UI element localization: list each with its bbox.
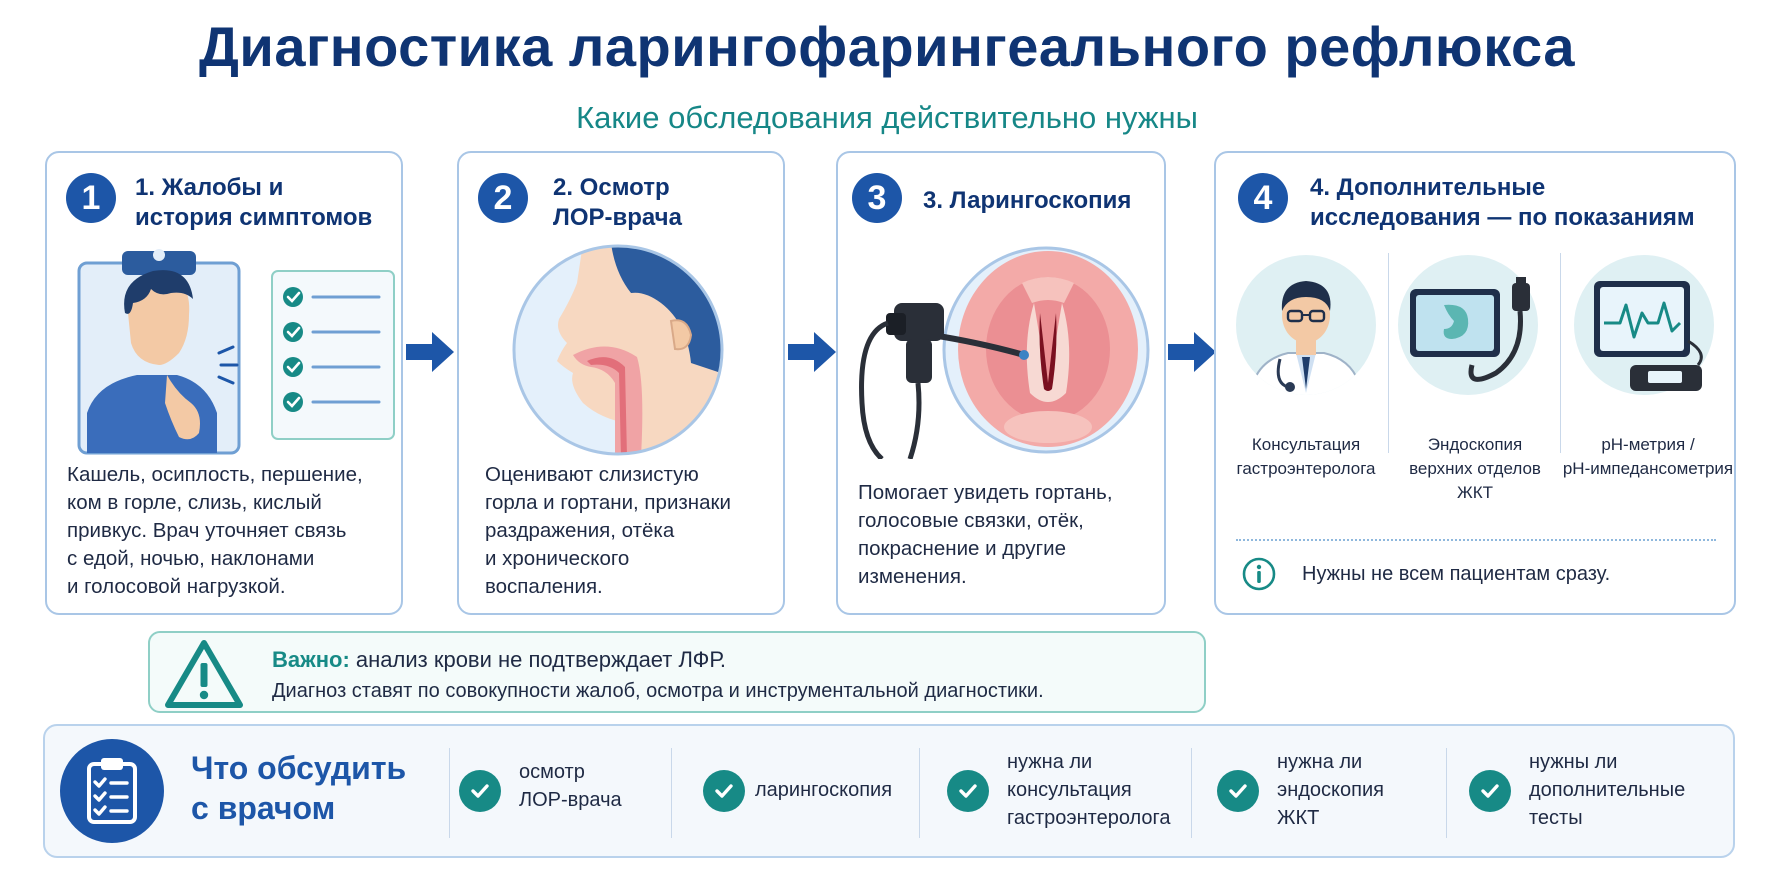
step-title: 2. Осмотр ЛОР-врача bbox=[553, 174, 682, 231]
sub-item-gastro-consultation: Консультация гастроэнтеролога bbox=[1236, 435, 1376, 478]
important-line-2: Диагноз ставят по совокупности жалоб, ос… bbox=[272, 680, 1044, 702]
note-text: Нужны не всем пациентам сразу. bbox=[1302, 563, 1611, 585]
clipboard-checklist-icon bbox=[60, 739, 164, 843]
discuss-item: нужна ли эндоскопия ЖКТ bbox=[1277, 751, 1384, 829]
divider bbox=[1388, 253, 1389, 453]
ph-monitor-icon bbox=[1574, 255, 1714, 395]
check-icon bbox=[703, 770, 745, 812]
step-number-badge: 3 bbox=[852, 173, 902, 223]
check-icon bbox=[947, 770, 989, 812]
patient-clipboard-illustration bbox=[77, 249, 395, 455]
discuss-item: ларингоскопия bbox=[755, 779, 893, 801]
check-icon bbox=[1217, 770, 1259, 812]
info-icon bbox=[1242, 557, 1276, 591]
arrow-right-icon bbox=[406, 332, 454, 372]
page-title: Диагностика ларингофарингеального рефлюк… bbox=[199, 15, 1575, 78]
dotted-divider bbox=[1236, 539, 1716, 541]
warning-icon bbox=[165, 640, 243, 708]
important-label: Важно: bbox=[272, 647, 350, 672]
divider bbox=[1560, 253, 1561, 453]
arrow-right-icon bbox=[788, 332, 836, 372]
important-notice: Важно: анализ крови не подтверждает ЛФР.… bbox=[148, 631, 1206, 713]
endoscopy-monitor-icon bbox=[1398, 255, 1538, 395]
arrow-right-icon bbox=[1168, 332, 1216, 372]
step-number-badge: 4 bbox=[1238, 173, 1288, 223]
step-title: 4. Дополнительные исследования — по пока… bbox=[1310, 174, 1695, 231]
sub-item-ph-metry: pH-метрия / pH-импедансометрия bbox=[1562, 435, 1734, 478]
sub-item-endoscopy: Эндоскопия верхних отделов ЖКТ bbox=[1409, 435, 1541, 502]
divider bbox=[1191, 748, 1192, 838]
discuss-title: Что обсудить с врачом bbox=[191, 750, 407, 826]
discuss-item: нужны ли дополнительные тесты bbox=[1529, 751, 1686, 829]
laryngoscope-illustration bbox=[859, 246, 1150, 459]
throat-anatomy-illustration bbox=[512, 244, 724, 456]
step-number-badge: 2 bbox=[478, 173, 528, 223]
step-card-3: 3 3. Ларингоскопия Помогает увидеть горт… bbox=[836, 151, 1166, 615]
step-description: Помогает увидеть гортань, голосовые связ… bbox=[858, 481, 1113, 588]
check-icon bbox=[1469, 770, 1511, 812]
step-number-badge: 1 bbox=[66, 173, 116, 223]
divider bbox=[1446, 748, 1447, 838]
discuss-item: нужна ли консультация гастроэнтеролога bbox=[1007, 751, 1171, 829]
step-card-2: 2 2. Осмотр ЛОР-врача Оценивают слизисту… bbox=[457, 151, 785, 615]
step-title: 3. Ларингоскопия bbox=[923, 187, 1132, 214]
step-description: Оценивают слизистую горла и гортани, при… bbox=[485, 463, 731, 598]
gastroenterologist-doctor-icon bbox=[1236, 255, 1376, 395]
divider bbox=[671, 748, 672, 838]
divider bbox=[449, 748, 450, 838]
divider bbox=[919, 748, 920, 838]
discuss-with-doctor-bar: Что обсудить с врачом осмотр ЛОР-врача л… bbox=[43, 724, 1735, 858]
page-subtitle: Какие обследования действительно нужны bbox=[576, 100, 1198, 135]
important-line-1: Важно: анализ крови не подтверждает ЛФР. bbox=[272, 647, 727, 672]
check-icon bbox=[459, 770, 501, 812]
step-description: Кашель, осиплость, першение, ком в горле… bbox=[67, 463, 363, 598]
discuss-item: осмотр ЛОР-врача bbox=[519, 761, 622, 811]
step-card-4: 4 4. Дополнительные исследования — по по… bbox=[1214, 151, 1736, 615]
step-title: 1. Жалобы и история симптомов bbox=[135, 174, 373, 231]
step-card-1: 1 1. Жалобы и история симптомов bbox=[45, 151, 403, 615]
